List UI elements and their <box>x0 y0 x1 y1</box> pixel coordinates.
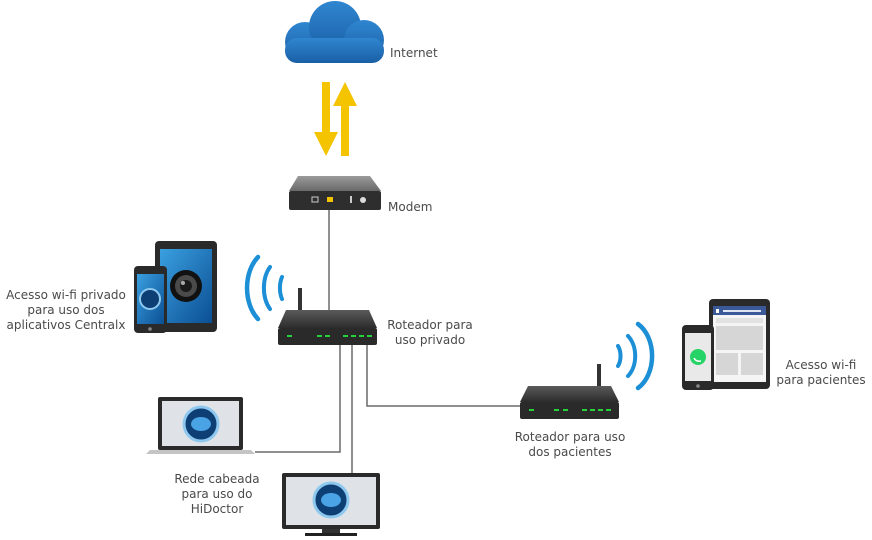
modem-icon <box>289 176 381 210</box>
patient-tablet-icon <box>709 299 770 389</box>
wired-network-label: Rede cabeada para uso do HiDoctor <box>174 472 260 516</box>
cable-router-laptop <box>255 345 341 453</box>
patient-wifi-label: Acesso wi-fi para pacientes <box>776 358 866 387</box>
cloud-icon <box>285 1 384 63</box>
patient-router-label: Roteador para uso dos pacientes <box>514 430 626 459</box>
modem-label: Modem <box>388 200 433 214</box>
internet-label: Internet <box>390 46 438 60</box>
cable-router-patient-router <box>366 345 520 407</box>
private-router-label: Roteador para uso privado <box>387 318 473 347</box>
wifi-signal-icon <box>244 254 284 322</box>
cables <box>255 210 520 474</box>
data-exchange-arrows-icon <box>314 82 357 156</box>
phone-icon <box>134 266 167 333</box>
tablet-icon <box>155 241 217 332</box>
laptop-icon <box>146 397 255 454</box>
router-icon <box>278 288 377 345</box>
patient-wifi-signal-icon <box>616 321 655 391</box>
patient-router-icon <box>520 364 619 419</box>
patient-phone-icon <box>682 325 714 390</box>
monitor-icon <box>282 473 380 536</box>
private-wifi-label: Acesso wi-fi privado para uso dos aplica… <box>6 288 126 332</box>
